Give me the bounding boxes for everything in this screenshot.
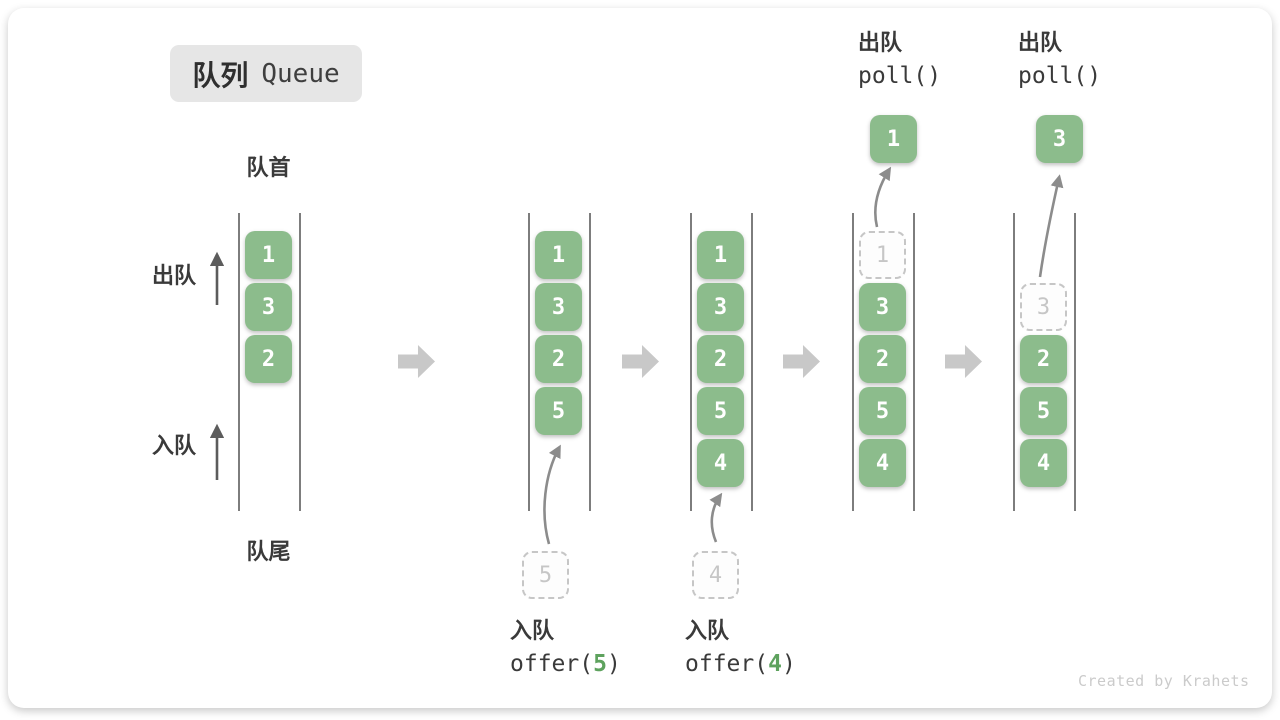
queue-wall-left bbox=[238, 213, 240, 511]
enqueue-arg-value: 4 bbox=[768, 651, 782, 677]
dequeued-value-box: 3 bbox=[1036, 115, 1083, 163]
queue-slot: 3 bbox=[697, 283, 744, 331]
enqueue-op-code: offer(5) bbox=[510, 651, 621, 677]
queue-slot: 4 bbox=[859, 439, 906, 487]
enqueue-op-label: 入队 bbox=[685, 618, 730, 643]
title-en: Queue bbox=[261, 58, 340, 89]
queue-wall-left bbox=[852, 213, 854, 511]
queue-slot: 5 bbox=[535, 387, 582, 435]
dequeue-op-label: 出队 bbox=[858, 30, 903, 55]
title-badge: 队列 Queue bbox=[170, 45, 362, 102]
incoming-value-box: 4 bbox=[692, 551, 739, 599]
queue-slot: 3 bbox=[245, 283, 292, 331]
queue-slot: 4 bbox=[1020, 439, 1067, 487]
queue-slot: 1 bbox=[245, 231, 292, 279]
title-zh: 队列 bbox=[192, 59, 249, 91]
queue-front-label: 队首 bbox=[246, 155, 291, 180]
queue-slot: 1 bbox=[697, 231, 744, 279]
queue-wall-right bbox=[589, 213, 591, 511]
side-dequeue-label: 出队 bbox=[152, 263, 197, 288]
dequeued-value-box: 1 bbox=[870, 115, 917, 163]
queue-slot: 5 bbox=[697, 387, 744, 435]
dequeue-op-code: poll() bbox=[858, 63, 942, 89]
queue-slot: 4 bbox=[697, 439, 744, 487]
dequeue-op-code: poll() bbox=[1018, 63, 1102, 89]
queue-slot-removed: 3 bbox=[1020, 283, 1067, 331]
queue-slot-removed: 1 bbox=[859, 231, 906, 279]
queue-slot: 2 bbox=[697, 335, 744, 383]
dequeue-op-label: 出队 bbox=[1018, 30, 1063, 55]
queue-slot: 2 bbox=[245, 335, 292, 383]
queue-slot: 3 bbox=[535, 283, 582, 331]
queue-slot: 2 bbox=[859, 335, 906, 383]
watermark: Created by Krahets bbox=[1078, 672, 1250, 690]
enqueue-arg-value: 5 bbox=[593, 651, 607, 677]
enqueue-op-label: 入队 bbox=[510, 618, 555, 643]
queue-slot: 5 bbox=[859, 387, 906, 435]
queue-slot: 2 bbox=[535, 335, 582, 383]
queue-slot: 2 bbox=[1020, 335, 1067, 383]
queue-wall-left bbox=[528, 213, 530, 511]
enqueue-op-code: offer(4) bbox=[685, 651, 796, 677]
queue-slot: 5 bbox=[1020, 387, 1067, 435]
queue-wall-right bbox=[299, 213, 301, 511]
queue-wall-left bbox=[1013, 213, 1015, 511]
queue-slot: 1 bbox=[535, 231, 582, 279]
side-enqueue-label: 入队 bbox=[152, 433, 197, 458]
queue-wall-right bbox=[1074, 213, 1076, 511]
queue-rear-label: 队尾 bbox=[246, 539, 291, 564]
queue-wall-left bbox=[690, 213, 692, 511]
queue-slot: 3 bbox=[859, 283, 906, 331]
queue-wall-right bbox=[751, 213, 753, 511]
queue-wall-right bbox=[913, 213, 915, 511]
incoming-value-box: 5 bbox=[522, 551, 569, 599]
